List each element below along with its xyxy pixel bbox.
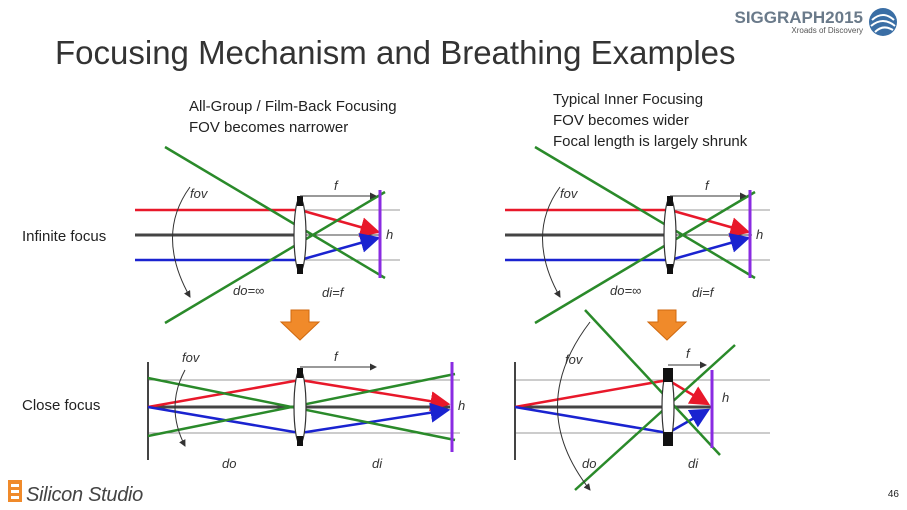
lens-mount: [667, 264, 673, 274]
page-number: 46: [887, 489, 899, 500]
label-di-f: di=f: [692, 285, 715, 300]
label-di: di: [688, 456, 699, 471]
caption-right-line-3: Focal length is largely shrunk: [553, 133, 748, 150]
page-title: Focusing Mechanism and Breathing Example…: [55, 34, 736, 71]
red-ray-refracted: [299, 378, 451, 412]
siggraph-logo-subtitle: Xroads of Discovery: [791, 26, 863, 35]
siggraph-logo: SIGGRAPH2015 Xroads of Discovery: [735, 8, 864, 35]
diagram-infinite-left: [135, 145, 400, 325]
label-fov: fov: [560, 186, 579, 201]
siggraph-logo-text: SIGGRAPH2015: [734, 8, 864, 27]
diagram-close-right: [514, 309, 770, 491]
silicon-studio-logo-icon: [8, 480, 22, 502]
caption-right: Typical Inner Focusing FOV becomes wider…: [553, 89, 747, 152]
red-ray-refracted: [669, 208, 751, 237]
label-f: f: [686, 346, 691, 361]
lens-mount: [667, 196, 673, 206]
caption-right-line-1: Typical Inner Focusing: [553, 91, 704, 108]
label-do: do: [582, 456, 596, 471]
caption-left-line-1: All-Group / Film-Back Focusing: [189, 98, 397, 115]
green-fov-ray: [164, 190, 386, 325]
fov-arc: [557, 321, 591, 491]
lens: [663, 197, 677, 273]
label-h: h: [722, 390, 729, 405]
lens-mount: [297, 436, 303, 446]
blue-ray: [514, 405, 669, 435]
green-fov-ray: [534, 145, 756, 280]
down-arrow-icon: [646, 309, 688, 341]
label-h: h: [386, 227, 393, 242]
row-label-close: Close focus: [22, 397, 101, 414]
label-do: do: [222, 456, 236, 471]
blue-ray-refracted: [669, 233, 751, 262]
label-f: f: [334, 349, 339, 364]
lens-mount: [663, 432, 673, 446]
lens-mount: [297, 264, 303, 274]
red-ray-refracted: [667, 378, 711, 406]
globe-icon: [869, 8, 897, 36]
down-arrow-icon: [279, 309, 321, 341]
label-do-infinity: do=∞: [233, 283, 264, 298]
row-label-infinite: Infinite focus: [22, 228, 107, 245]
company-logo-text: Silicon Studio: [26, 484, 143, 506]
diagram-infinite-right: [505, 145, 770, 325]
blue-ray-refracted: [299, 402, 451, 435]
red-ray: [514, 378, 669, 409]
label-di-f: di=f: [322, 285, 345, 300]
diagram-close-left: [147, 362, 460, 460]
fov-arc: [542, 186, 561, 298]
green-fov-ray: [574, 344, 736, 491]
lens: [293, 369, 307, 445]
caption-right-line-2: FOV becomes wider: [553, 112, 689, 129]
caption-left: All-Group / Film-Back Focusing FOV becom…: [189, 96, 397, 138]
label-fov: fov: [565, 352, 584, 367]
blue-ray-refracted: [299, 233, 381, 262]
label-f: f: [705, 178, 710, 193]
label-do-infinity: do=∞: [610, 283, 641, 298]
label-fov: fov: [190, 186, 209, 201]
red-ray-refracted: [299, 208, 381, 237]
fov-arc: [174, 369, 186, 447]
caption-left-line-2: FOV becomes narrower: [189, 119, 349, 136]
green-fov-ray: [164, 145, 386, 280]
label-fov: fov: [182, 350, 201, 365]
fov-arc: [172, 186, 191, 298]
lens-mount: [297, 196, 303, 206]
lens-mount: [663, 368, 673, 382]
label-h: h: [458, 398, 465, 413]
green-fov-ray: [534, 190, 756, 325]
label-di: di: [372, 456, 383, 471]
label-f: f: [334, 178, 339, 193]
lens: [293, 197, 307, 273]
green-fov-ray: [584, 309, 721, 456]
label-h: h: [756, 227, 763, 242]
lens-mount: [297, 368, 303, 378]
